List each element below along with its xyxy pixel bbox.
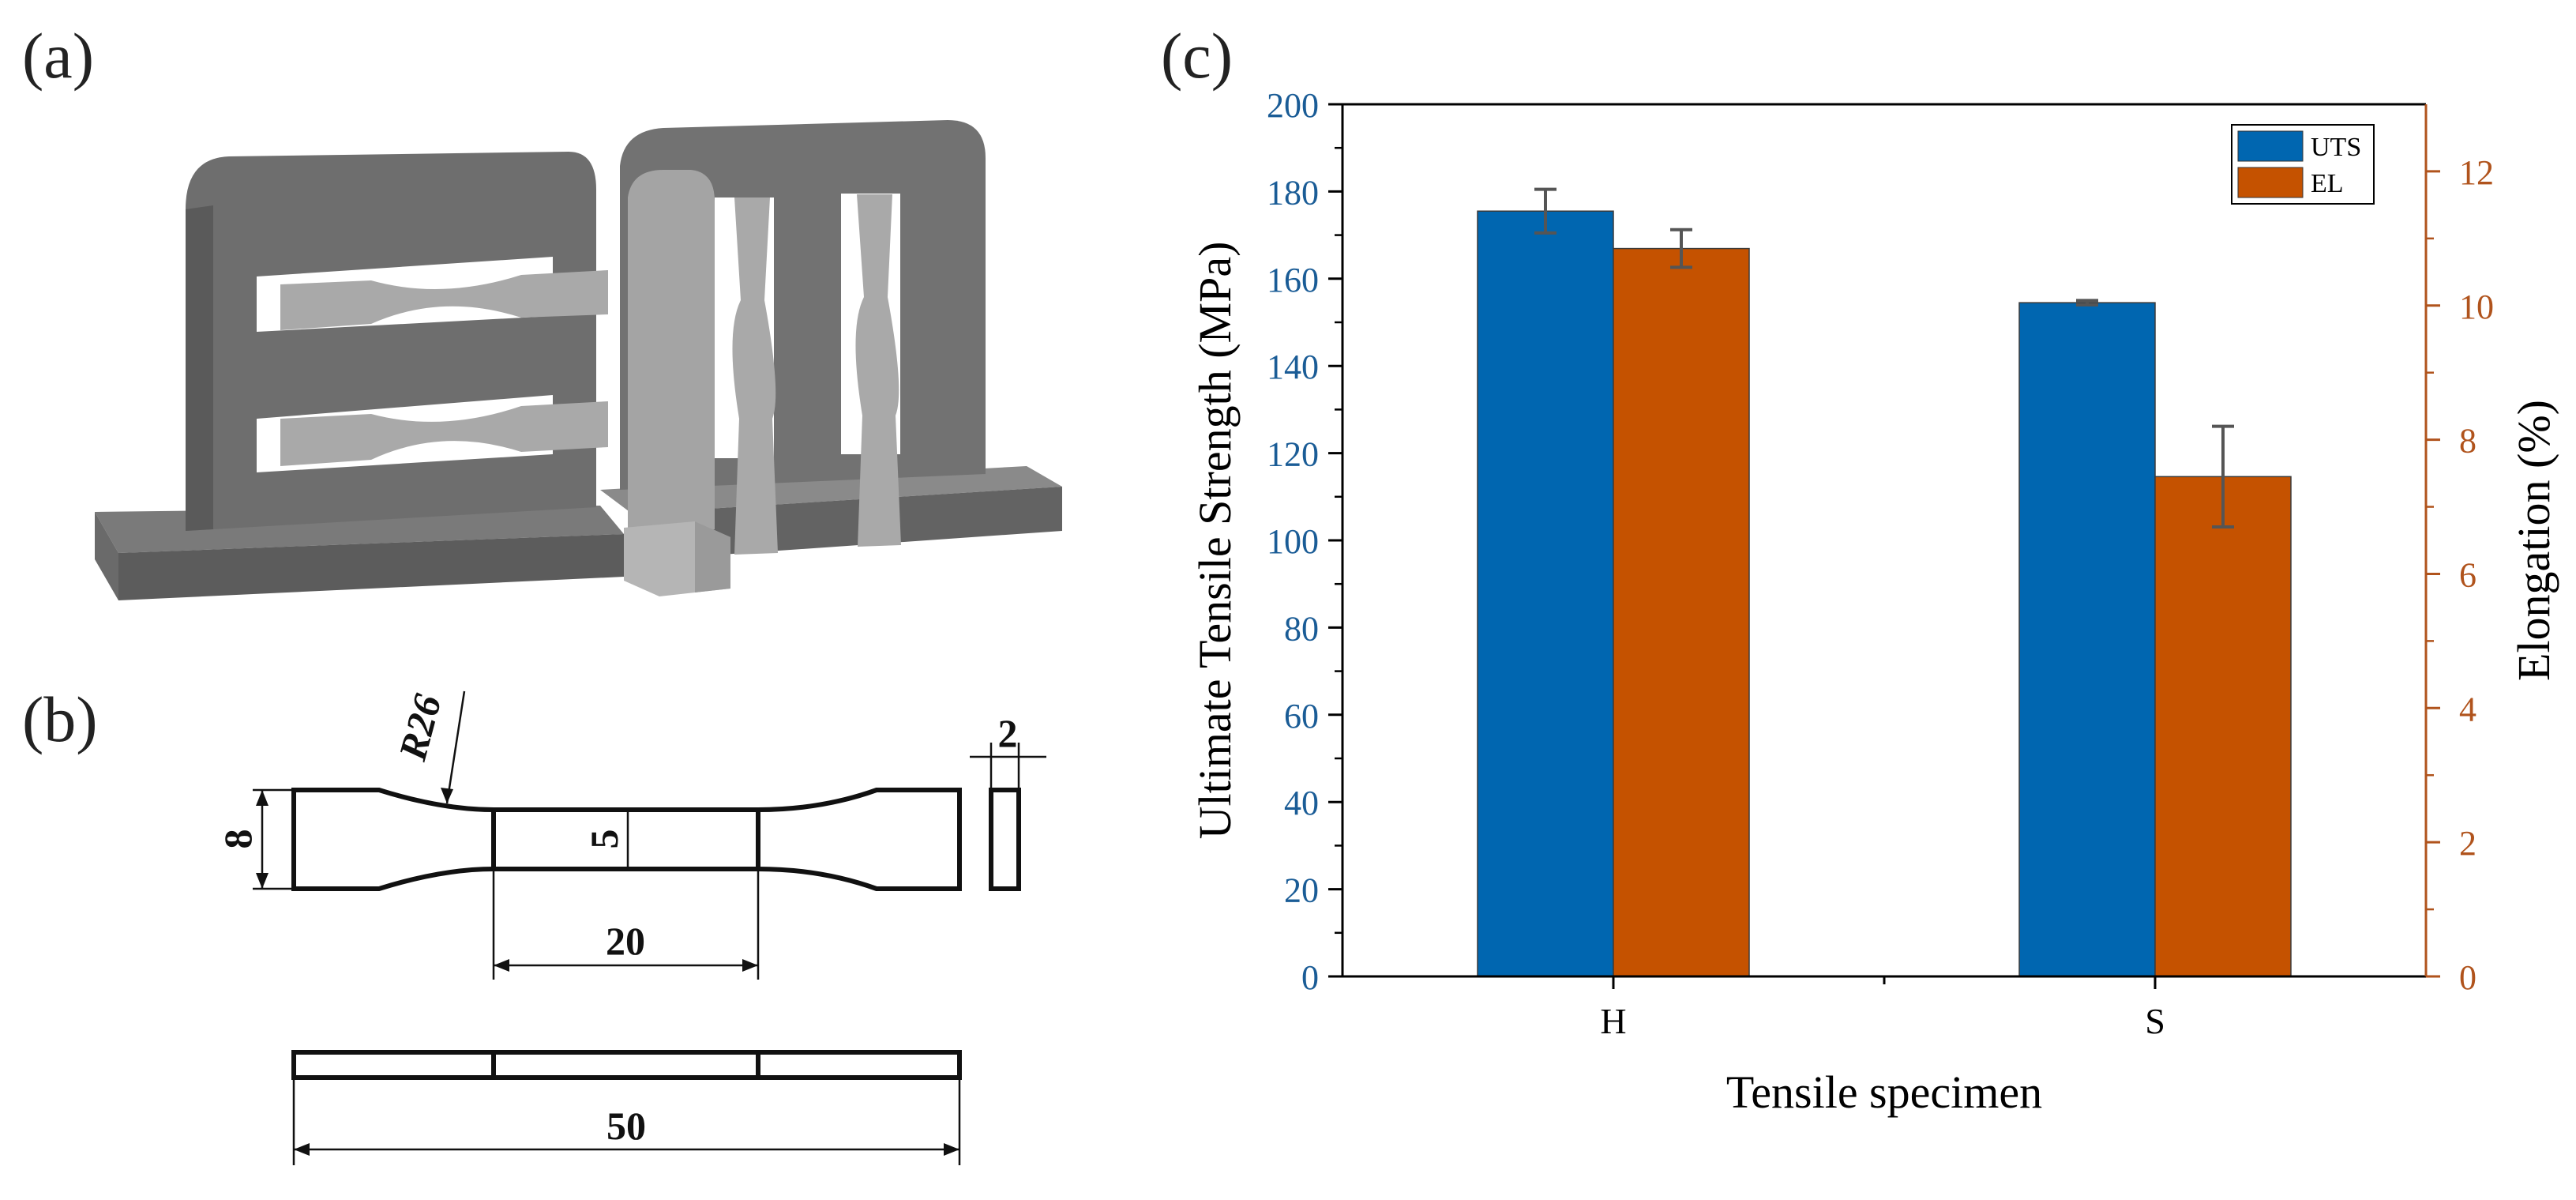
dim-total-length: 50: [606, 1104, 646, 1148]
dim-gauge-length: 20: [606, 919, 645, 963]
y-tick-label-200: 200: [1267, 86, 1319, 125]
y-tick-label-20: 20: [1284, 871, 1319, 910]
y-tick-label-40: 40: [1284, 784, 1319, 822]
panel-c-label: (c): [1161, 20, 1233, 92]
panel-a: (a): [22, 20, 1062, 600]
bar-el-h: [1613, 247, 1750, 977]
specimen-top-view: [291, 788, 962, 891]
x-axis-title: Tensile specimen: [1726, 1066, 2042, 1118]
y-tick-label-0: 0: [1301, 958, 1319, 997]
y2-tick-label-2: 2: [2459, 824, 2476, 863]
y-tick-label-120: 120: [1267, 435, 1319, 474]
dimension-arrows: [256, 788, 959, 1156]
bar-el-s: [2154, 476, 2292, 977]
panel-b-label: (b): [22, 683, 98, 755]
y2-tick-label-6: 6: [2459, 555, 2476, 594]
legend-swatch-uts: [2237, 130, 2304, 162]
y2-tick-label-8: 8: [2459, 422, 2476, 461]
y-axis-title: Ultimate Tensile Strength (MPa): [1189, 242, 1241, 840]
y2-tick-label-0: 0: [2459, 958, 2476, 997]
x-tick-label-s: S: [2145, 1001, 2165, 1041]
y2-axis-title: Elongation (%): [2508, 400, 2559, 681]
dim-width: 8: [216, 829, 260, 849]
y2-tick-label-4: 4: [2459, 690, 2476, 728]
y-tick-label-60: 60: [1284, 697, 1319, 735]
x-tick-label-h: H: [1600, 1001, 1626, 1041]
panel-c: (c) H S 0 20 40 60 80 100 120 140 160 180 200 0 2 4 6 8 10…: [1161, 20, 2559, 1118]
legend-swatch-el: [2237, 167, 2304, 198]
panel-b: (b): [22, 683, 1046, 1165]
legend-label-el: EL: [2311, 169, 2344, 198]
dimension-lines: [253, 690, 1046, 1165]
y-tick-label-100: 100: [1267, 522, 1319, 561]
dim-thickness: 2: [998, 711, 1018, 755]
panel-a-label: (a): [22, 20, 94, 92]
bar-uts-h: [1477, 210, 1614, 977]
legend-label-uts: UTS: [2311, 133, 2361, 162]
y-tick-label-180: 180: [1267, 173, 1319, 212]
specimen-side-view: [291, 788, 1021, 1080]
y-tick-label-140: 140: [1267, 348, 1319, 386]
y-tick-label-80: 80: [1284, 609, 1319, 648]
y2-tick-label-12: 12: [2459, 153, 2494, 192]
bar-chart: H S 0 20 40 60 80 100 120 140 160 180 200 0 2 4 6 8 10 12Te…: [1189, 86, 2559, 1118]
bar-uts-s: [2018, 302, 2156, 977]
y-tick-label-160: 160: [1267, 261, 1319, 299]
fixture-3d-model: [95, 120, 1062, 600]
dim-gauge-width: 5: [582, 829, 626, 849]
y2-tick-label-10: 10: [2459, 288, 2494, 326]
dim-radius: R26: [389, 690, 449, 766]
